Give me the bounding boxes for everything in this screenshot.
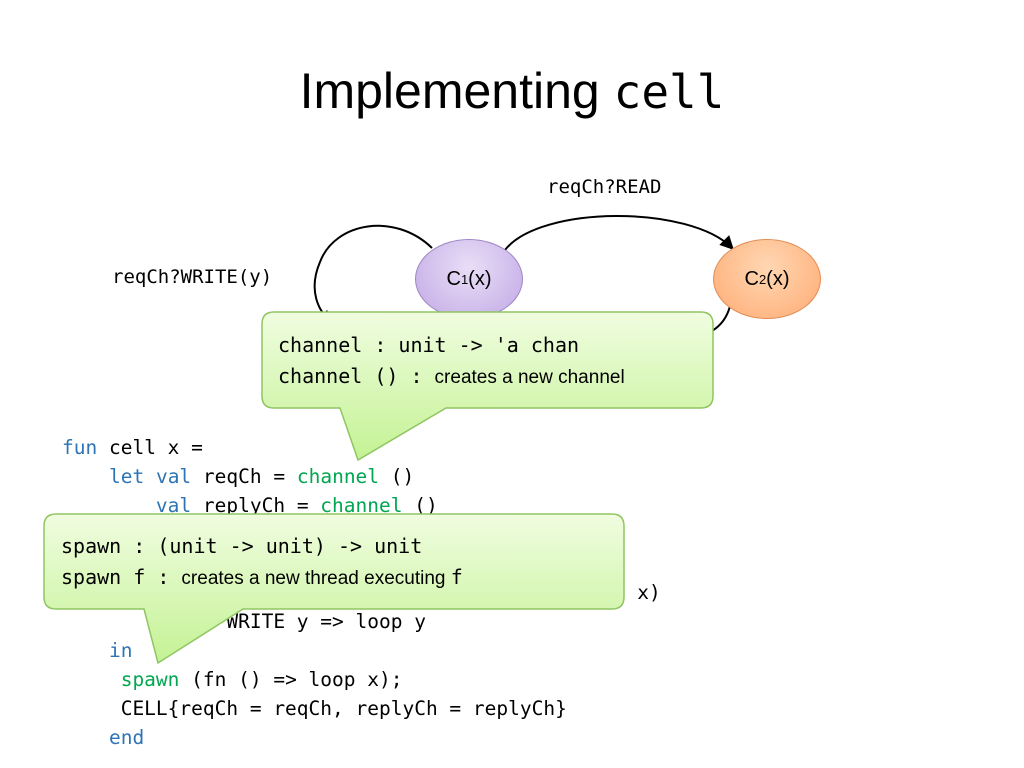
edge-read xyxy=(504,215,734,251)
code-token: () xyxy=(402,494,438,517)
code-builtin: channel xyxy=(296,465,380,488)
code-token: CELL{reqCh = reqCh, replyCh = replyCh} xyxy=(62,697,567,720)
slide-title: Implementing cell xyxy=(0,62,1024,120)
code-keyword: val xyxy=(155,465,192,488)
node-c1-arg: (x) xyxy=(468,267,492,290)
code-line: WRITE y => loop y xyxy=(62,607,661,636)
code-keyword: end xyxy=(108,726,145,749)
code-keyword: val xyxy=(155,494,192,517)
code-keyword: in xyxy=(108,639,133,662)
code-line: let val reqCh = channel () xyxy=(62,462,661,491)
callout-spawn-signature: spawn : (unit -> unit) -> unit xyxy=(61,534,423,558)
code-keyword: let xyxy=(108,465,145,488)
edge-label-read: reqCh?READ xyxy=(547,176,662,198)
code-line: spawn (fn () => loop x); xyxy=(62,665,661,694)
code-token: replyCh = xyxy=(191,494,321,517)
node-c1-subscript: 1 xyxy=(460,271,469,287)
callout-spawn-desc-code: f xyxy=(450,565,463,589)
code-builtin: channel xyxy=(320,494,403,517)
node-c2-arg: (x) xyxy=(766,267,790,290)
code-block: fun cell x = let val reqCh = channel () … xyxy=(62,433,661,752)
code-token: () xyxy=(379,465,415,488)
callout-channel-signature: channel : unit -> 'a chan xyxy=(278,333,580,357)
callout-spawn-code: spawn f : xyxy=(61,565,182,589)
callout-channel-code: channel () : xyxy=(278,364,435,388)
callout-spawn-shape xyxy=(43,513,625,665)
edge-label-write: reqCh?WRITE(y) xyxy=(112,266,273,288)
callout-spawn-desc: creates a new thread executing xyxy=(181,568,451,589)
code-builtin: spawn xyxy=(120,668,180,691)
callout-channel-shape xyxy=(261,311,714,462)
callout-channel-desc: creates a new channel xyxy=(434,367,625,388)
node-c1-base: C xyxy=(446,267,461,290)
code-line: val replyCh = channel () xyxy=(62,491,661,520)
title-text: Implementing xyxy=(299,63,614,119)
node-c2-base: C xyxy=(744,267,759,290)
title-code: cell xyxy=(613,65,725,119)
code-token: WRITE y => loop y xyxy=(62,610,426,633)
code-token: (fn () => loop x); xyxy=(179,668,403,691)
code-token: reqCh = xyxy=(191,465,297,488)
edge-return xyxy=(711,305,731,332)
code-line: in xyxy=(62,636,661,665)
code-line: fun cell x = xyxy=(62,433,661,462)
code-token: cell x = xyxy=(97,436,203,459)
code-line: end xyxy=(62,723,661,752)
callout-spawn: spawn : (unit -> unit) -> unit spawn f :… xyxy=(61,531,463,594)
edge-write-loop xyxy=(313,224,433,324)
code-keyword: fun xyxy=(62,436,98,459)
node-c2-subscript: 2 xyxy=(758,271,767,287)
code-line: CELL{reqCh = reqCh, replyCh = replyCh} xyxy=(62,694,661,723)
callout-channel: channel : unit -> 'a chan channel () : c… xyxy=(278,330,625,393)
